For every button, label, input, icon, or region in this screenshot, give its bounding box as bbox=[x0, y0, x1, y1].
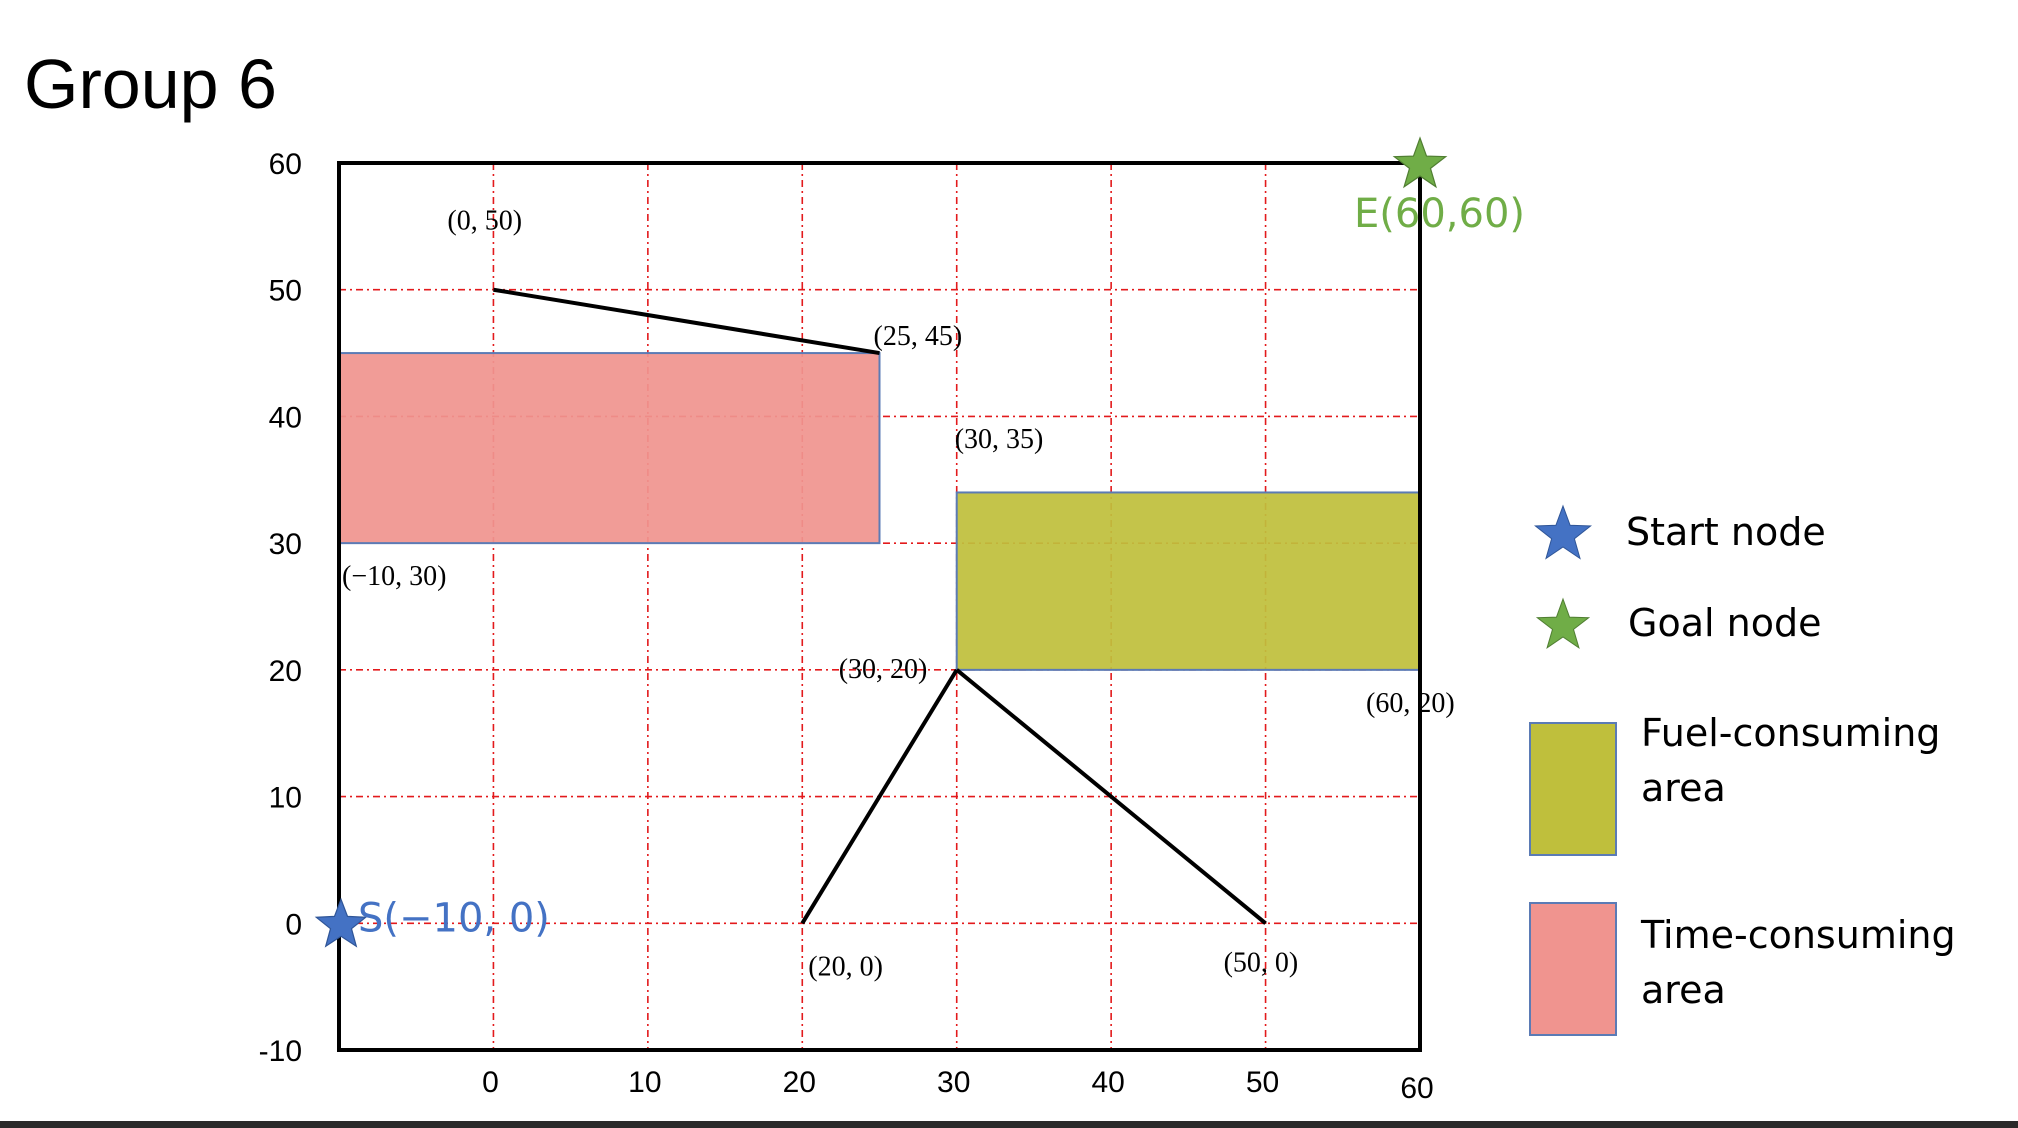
x-tick-label: 10 bbox=[628, 1066, 661, 1099]
y-tick-label: 30 bbox=[269, 528, 302, 561]
obstacle-segments bbox=[493, 287, 1267, 925]
x-tick-label: 60 bbox=[1400, 1072, 1433, 1105]
obstacle-segment bbox=[493, 287, 880, 356]
coordinate-label: (60, 20) bbox=[1366, 688, 1455, 719]
fuel-area bbox=[955, 491, 1421, 671]
legend-time-swatch bbox=[1529, 902, 1617, 1036]
time-area bbox=[338, 352, 881, 545]
nodes: S(−10, 0) E(60,60) bbox=[314, 136, 1525, 948]
y-tick-label: 0 bbox=[285, 908, 302, 941]
legend-time-label-line1: Time-consuming bbox=[1640, 913, 1956, 957]
legend-goal-star-icon bbox=[1535, 597, 1591, 649]
obstacle-segment bbox=[955, 668, 1267, 925]
x-tick-label: 40 bbox=[1091, 1066, 1124, 1099]
bottom-bar bbox=[0, 1121, 2018, 1128]
legend-fuel-swatch bbox=[1529, 722, 1617, 856]
page-title: Group 6 bbox=[24, 45, 277, 123]
legend-start-star-icon bbox=[1534, 504, 1592, 560]
coordinate-label: (50, 0) bbox=[1224, 947, 1299, 978]
coordinate-label: (30, 20) bbox=[839, 654, 928, 685]
plot-frame bbox=[337, 161, 1422, 1052]
x-tick-label: 50 bbox=[1246, 1066, 1279, 1099]
x-tick-label: 0 bbox=[482, 1066, 499, 1099]
y-tick-label: 50 bbox=[269, 275, 302, 308]
coordinate-labels: (0, 50) (25, 45) (30, 35) (−10, 30) (30, 20)… bbox=[342, 206, 1455, 983]
legend-start-label: Start node bbox=[1626, 510, 1826, 554]
legend-fuel-label-line2: area bbox=[1641, 766, 1726, 810]
coordinate-label: (25, 45) bbox=[874, 321, 963, 352]
start-node-star-icon bbox=[314, 897, 368, 948]
areas bbox=[338, 352, 1421, 671]
legend: Start node Goal node Fuel-consuming area… bbox=[1529, 504, 1956, 1036]
start-node-label: S(−10, 0) bbox=[358, 895, 550, 941]
coordinate-label: (30, 35) bbox=[955, 424, 1044, 455]
legend-goal-label: Goal node bbox=[1628, 601, 1821, 645]
axis-ticks: -10 0 10 20 30 40 50 60 0 10 20 30 40 50 60 bbox=[259, 148, 1434, 1105]
y-tick-label: 10 bbox=[269, 782, 302, 815]
plot-border bbox=[337, 161, 1422, 1052]
obstacle-segment bbox=[800, 668, 959, 925]
goal-node-label: E(60,60) bbox=[1354, 191, 1525, 237]
coordinate-label: (−10, 30) bbox=[342, 561, 446, 592]
x-tick-label: 20 bbox=[783, 1066, 816, 1099]
legend-fuel-label-line1: Fuel-consuming bbox=[1641, 711, 1940, 755]
coordinate-label: (0, 50) bbox=[447, 206, 522, 237]
legend-time-label-line2: area bbox=[1641, 968, 1726, 1012]
x-tick-label: 30 bbox=[937, 1066, 970, 1099]
y-tick-label: -10 bbox=[259, 1035, 302, 1068]
y-tick-label: 60 bbox=[269, 148, 302, 181]
coordinate-label: (20, 0) bbox=[808, 951, 883, 982]
y-tick-label: 20 bbox=[269, 655, 302, 688]
goal-node-star-icon bbox=[1392, 136, 1448, 189]
y-tick-label: 40 bbox=[269, 401, 302, 434]
